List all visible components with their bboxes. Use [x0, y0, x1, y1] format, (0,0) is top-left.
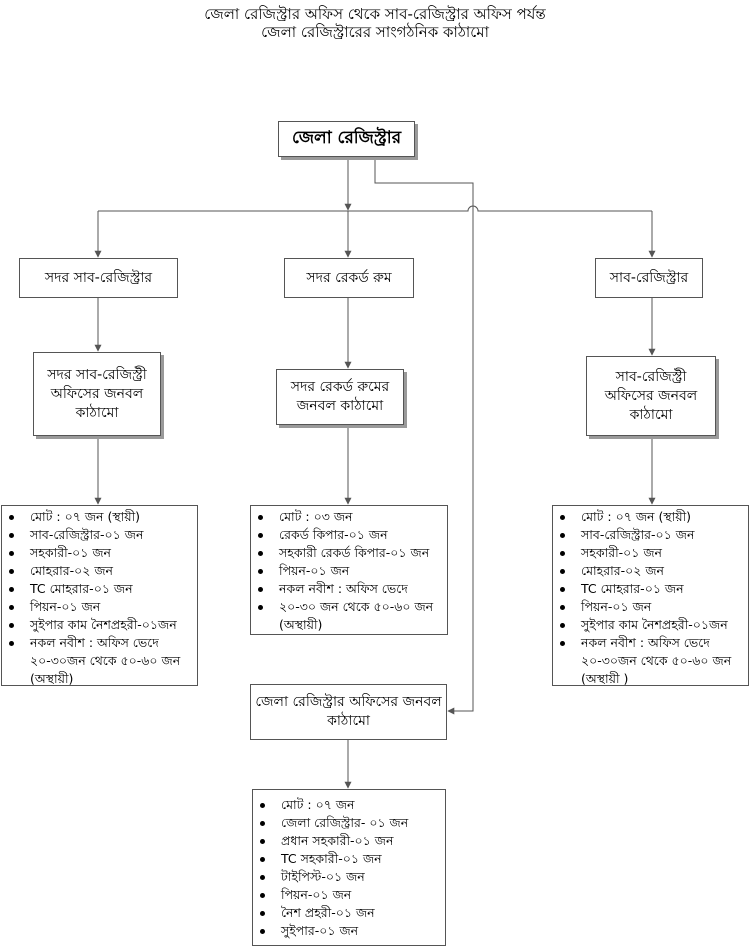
- list-item: ২০-৩০ জন থেকে ৫০-৬০ জন: [255, 598, 445, 616]
- list-item: পিয়ন-০১ জন: [255, 562, 445, 580]
- chart-title-line1: জেলা রেজিস্ট্রার অফিস থেকে সাব-রেজিস্ট্র…: [204, 5, 546, 23]
- list-item: পিয়ন-০১ জন: [257, 886, 443, 904]
- chart-title-line2: জেলা রেজিস্ট্রারের সাংগঠনিক কাঠামো: [261, 23, 489, 41]
- list-item: মোহরার-০২ জন: [557, 562, 746, 580]
- sub-registry-staff-list: মোট : ০৭ জন (স্থায়ী) সাব-রেজিস্ট্রার-০১…: [552, 505, 749, 686]
- list-item-continuation: (অস্থায়ী): [30, 671, 74, 686]
- list-item: TC সহকারী-০১ জন: [257, 850, 443, 868]
- sadar-record-room-box: সদর রেকর্ড রুম: [284, 258, 414, 298]
- list-item: মোট : ০৭ জন: [257, 796, 443, 814]
- list-item-continuation: (অস্থায়ী): [279, 617, 323, 632]
- list-item-continuation: ২০-৩০জন থেকে ৫০-৬০ জন: [581, 653, 732, 668]
- record-room-staff-list: মোট : ০৩ জন রেকর্ড কিপার-০১ জন সহকারী রে…: [250, 505, 448, 635]
- list-item: পিয়ন-০১ জন: [6, 598, 195, 616]
- list-item: TC মোহরার-০১ জন: [557, 580, 746, 598]
- sadar-sub-registrar-box: সদর সাব-রেজিস্ট্রার: [19, 258, 178, 298]
- list-item-continuation: ২০-৩০জন থেকে ৫০-৬০ জন: [30, 653, 181, 668]
- list-item: জেলা রেজিস্ট্রার- ০১ জন: [257, 814, 443, 832]
- sadar-sub-registry-manpower-box: সদর সাব-রেজিস্ট্রী অফিসের জনবল কাঠামো: [33, 352, 161, 436]
- list-item: সাব-রেজিস্ট্রার-০১ জন: [557, 526, 746, 544]
- list-item: TC মোহরার-০১ জন: [6, 580, 195, 598]
- district-office-staff-list: মোট : ০৭ জন জেলা রেজিস্ট্রার- ০১ জন প্রধ…: [252, 789, 446, 946]
- sub-registrar-box: সাব-রেজিস্ট্রার: [595, 258, 703, 298]
- list-item: সুইপার কাম নৈশপ্রহরী-০১জন: [557, 616, 746, 634]
- list-item: সহকারী-০১ জন: [557, 544, 746, 562]
- list-item: নকল নবীশ : অফিস ভেদে: [6, 634, 195, 652]
- list-item: সহকারী-০১ জন: [6, 544, 195, 562]
- sadar-record-room-manpower-box: সদর রেকর্ড রুমের জনবল কাঠামো: [276, 369, 404, 425]
- list-item: নকল নবীশ : অফিস ভেদে: [255, 580, 445, 598]
- list-item: সুইপার-০১ জন: [257, 922, 443, 940]
- list-item: সাব-রেজিস্ট্রার-০১ জন: [6, 526, 195, 544]
- list-item: নৈশ প্রহরী-০১ জন: [257, 904, 443, 922]
- list-item: সহকারী রেকর্ড কিপার-০১ জন: [255, 544, 445, 562]
- district-registrar-box: জেলা রেজিস্ট্রার: [278, 121, 415, 157]
- list-item: পিয়ন-০১ জন: [557, 598, 746, 616]
- list-item: মোট : ০৭ জন (স্থায়ী): [557, 508, 746, 526]
- sub-registry-manpower-box: সাব-রেজিস্ট্রী অফিসের জনবল কাঠামো: [586, 356, 716, 436]
- list-item: রেকর্ড কিপার-০১ জন: [255, 526, 445, 544]
- list-item: মোহরার-০২ জন: [6, 562, 195, 580]
- sadar-sub-registry-staff-list: মোট : ০৭ জন (স্থায়ী) সাব-রেজিস্ট্রার-০১…: [1, 505, 198, 686]
- list-item-continuation: (অস্থায়ী ): [581, 671, 629, 686]
- list-item: মোট : ০৭ জন (স্থায়ী): [6, 508, 195, 526]
- list-item: প্রধান সহকারী-০১ জন: [257, 832, 443, 850]
- district-registrar-office-manpower-box: জেলা রেজিস্ট্রার অফিসের জনবল কাঠামো: [250, 684, 447, 740]
- list-item: মোট : ০৩ জন: [255, 508, 445, 526]
- list-item: টাইপিস্ট-০১ জন: [257, 868, 443, 886]
- list-item: সুইপার কাম নৈশপ্রহরী-০১জন: [6, 616, 195, 634]
- list-item: নকল নবীশ : অফিস ভেদে: [557, 634, 746, 652]
